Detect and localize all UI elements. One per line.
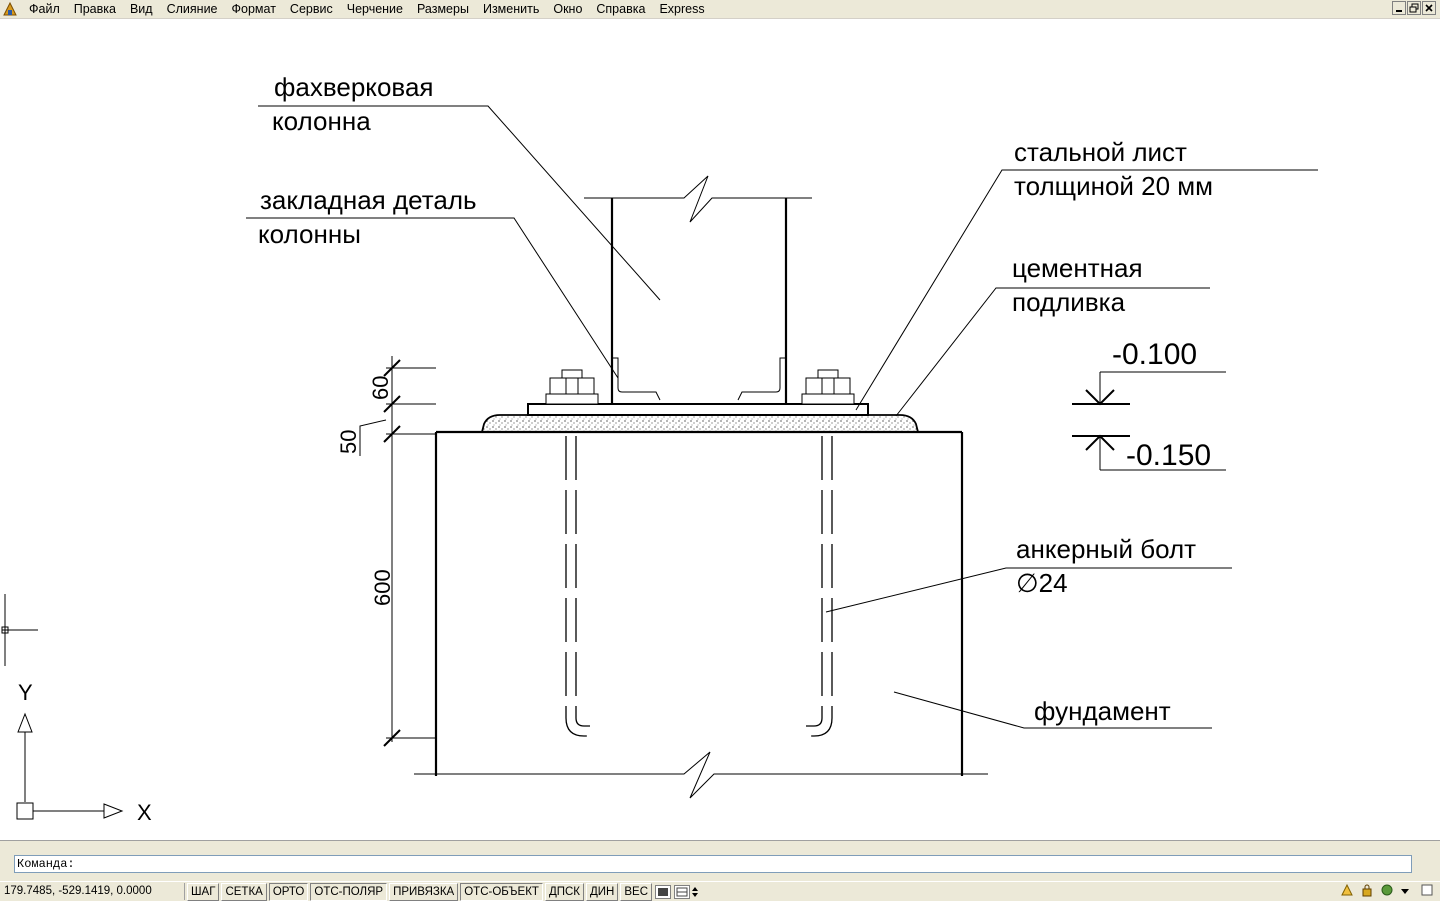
anchor-bolt-left	[565, 436, 590, 737]
crosshair-cursor	[1, 594, 38, 666]
menu-merge[interactable]: Слияние	[166, 1, 218, 16]
menu-format[interactable]: Формат	[231, 1, 276, 16]
snap-toggle[interactable]: ШАГ	[187, 882, 220, 901]
label-foundation: фундамент	[1034, 696, 1171, 726]
polar-toggle[interactable]: ОТС-ПОЛЯР	[310, 882, 388, 901]
ducs-toggle[interactable]: ДПСК	[544, 882, 584, 901]
menu-file[interactable]: Файл	[29, 1, 60, 16]
label-sheet-1: стальной лист	[1014, 137, 1187, 167]
restore-icon[interactable]	[1407, 1, 1421, 15]
drawing-canvas[interactable]: 60 50 600 фахверковая колонна закладная …	[0, 19, 1440, 840]
dimension-50: 50	[336, 430, 361, 454]
status-tray	[1340, 883, 1434, 897]
command-prompt: Команда:	[17, 857, 75, 871]
minimize-icon[interactable]	[1392, 1, 1406, 15]
menu-help[interactable]: Справка	[596, 1, 646, 16]
model-icon[interactable]	[655, 884, 672, 899]
label-grout-2: подливка	[1012, 287, 1126, 317]
label-column-2: колонна	[272, 106, 371, 136]
level-marks	[1072, 371, 1226, 471]
ucs-y-label: Y	[18, 680, 33, 705]
anchor-nut-right	[801, 369, 855, 405]
level-bottom: -0.150	[1126, 439, 1211, 472]
menu-bar: Файл Правка Вид Слияние Формат Сервис Че…	[0, 0, 1440, 19]
annotation-scale-icon[interactable]	[1340, 883, 1354, 897]
foundation	[414, 430, 988, 799]
dimension-lines	[359, 356, 436, 747]
menu-arrow-icon[interactable]	[1400, 883, 1414, 897]
tray-icon[interactable]	[1380, 883, 1394, 897]
menu-edit[interactable]: Правка	[73, 1, 116, 16]
menu-dimensions[interactable]: Размеры	[417, 1, 469, 16]
coordinate-readout: 179.7485, -529.1419, 0.0000	[0, 883, 185, 900]
lineweight-toggle[interactable]: ВЕС	[620, 882, 653, 901]
command-line[interactable]: Команда:	[14, 855, 1412, 873]
menu-express[interactable]: Express	[659, 1, 705, 16]
otrack-toggle[interactable]: ОТС-ОБЪЕКТ	[460, 882, 543, 901]
grid-toggle[interactable]: СЕТКА	[221, 882, 267, 901]
layout-icon[interactable]	[674, 884, 691, 899]
ucs-x-label: X	[137, 800, 152, 825]
cement-grout	[480, 414, 920, 433]
clean-screen-icon[interactable]	[1420, 883, 1434, 897]
label-sheet-2: толщиной 20 мм	[1014, 171, 1213, 201]
anchor-nut-left	[545, 369, 599, 405]
dimension-600: 600	[370, 569, 395, 606]
scroll-arrow-icon[interactable]	[690, 885, 704, 899]
menu-modify[interactable]: Изменить	[482, 1, 540, 16]
menu-draw[interactable]: Черчение	[346, 1, 403, 16]
label-bolt-1: анкерный болт	[1016, 534, 1196, 564]
label-grout-1: цементная	[1012, 253, 1143, 283]
dimension-60: 60	[368, 376, 393, 400]
label-bolt-2: ∅24	[1016, 568, 1068, 598]
lock-icon[interactable]	[1360, 883, 1374, 897]
menu-view[interactable]: Вид	[129, 1, 153, 16]
app-icon[interactable]	[2, 1, 18, 17]
window-controls	[1392, 1, 1436, 15]
anchor-bolt-right	[806, 436, 833, 737]
ortho-toggle[interactable]: ОРТО	[268, 882, 309, 901]
cad-drawing: 60 50 600 фахверковая колонна закладная …	[1, 72, 1318, 825]
label-embed-1: закладная деталь	[260, 185, 477, 215]
menu-window[interactable]: Окно	[553, 1, 583, 16]
osnap-toggle[interactable]: ПРИВЯЗКА	[389, 882, 459, 901]
status-bar: 179.7485, -529.1419, 0.0000 ШАГ СЕТКА ОР…	[0, 881, 1440, 901]
level-top: -0.100	[1112, 338, 1197, 371]
label-column-1: фахверковая	[274, 72, 433, 102]
ucs-icon	[16, 712, 124, 820]
embedded-part	[612, 357, 786, 401]
steel-plate	[527, 403, 869, 416]
leader-lines	[246, 105, 1318, 729]
close-icon[interactable]	[1422, 1, 1436, 15]
label-embed-2: колонны	[258, 219, 361, 249]
menu-tools[interactable]: Сервис	[289, 1, 333, 16]
dyn-toggle[interactable]: ДИН	[586, 882, 619, 901]
